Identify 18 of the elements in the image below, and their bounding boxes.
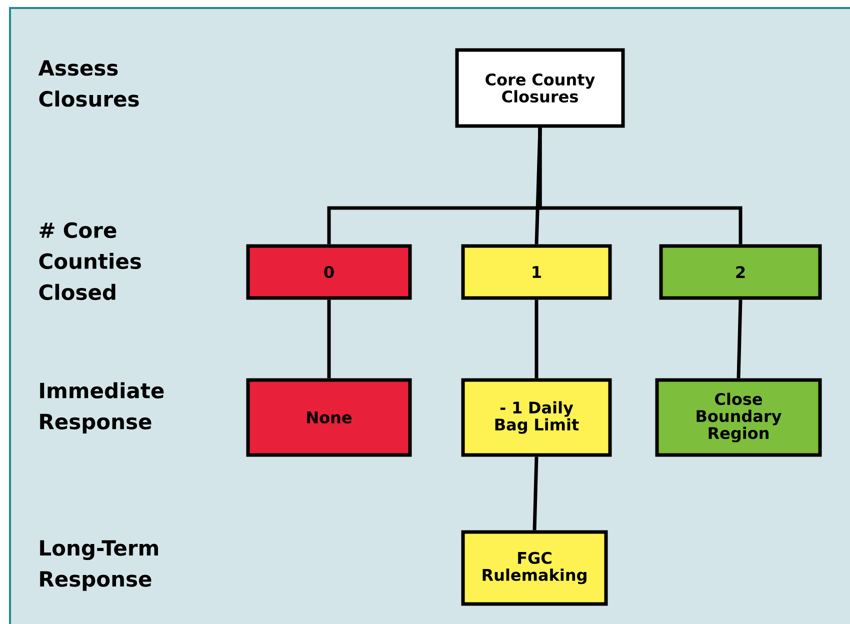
row-label: Long-Term Response: [40, 540, 158, 591]
row-label: Immediate Response: [40, 382, 164, 434]
connector-line: [534, 128, 542, 244]
process-box: 2: [659, 244, 822, 300]
connector-line: [327, 300, 331, 378]
process-box: Core County Closures: [455, 48, 625, 128]
process-box: 0: [246, 244, 412, 300]
connector-line: [534, 300, 538, 378]
process-box: FGC Rulemaking: [461, 530, 608, 606]
connector-line: [538, 128, 742, 244]
process-box: Close Boundary Region: [655, 378, 822, 457]
process-box: None: [246, 378, 412, 457]
row-label: Assess Closures: [38, 60, 139, 107]
process-box: 1: [461, 244, 612, 300]
process-box: - 1 Daily Bag Limit: [461, 378, 612, 457]
connector-line: [532, 456, 538, 530]
row-label: # Core Counties Closed: [39, 222, 141, 300]
connector-line: [736, 300, 742, 378]
